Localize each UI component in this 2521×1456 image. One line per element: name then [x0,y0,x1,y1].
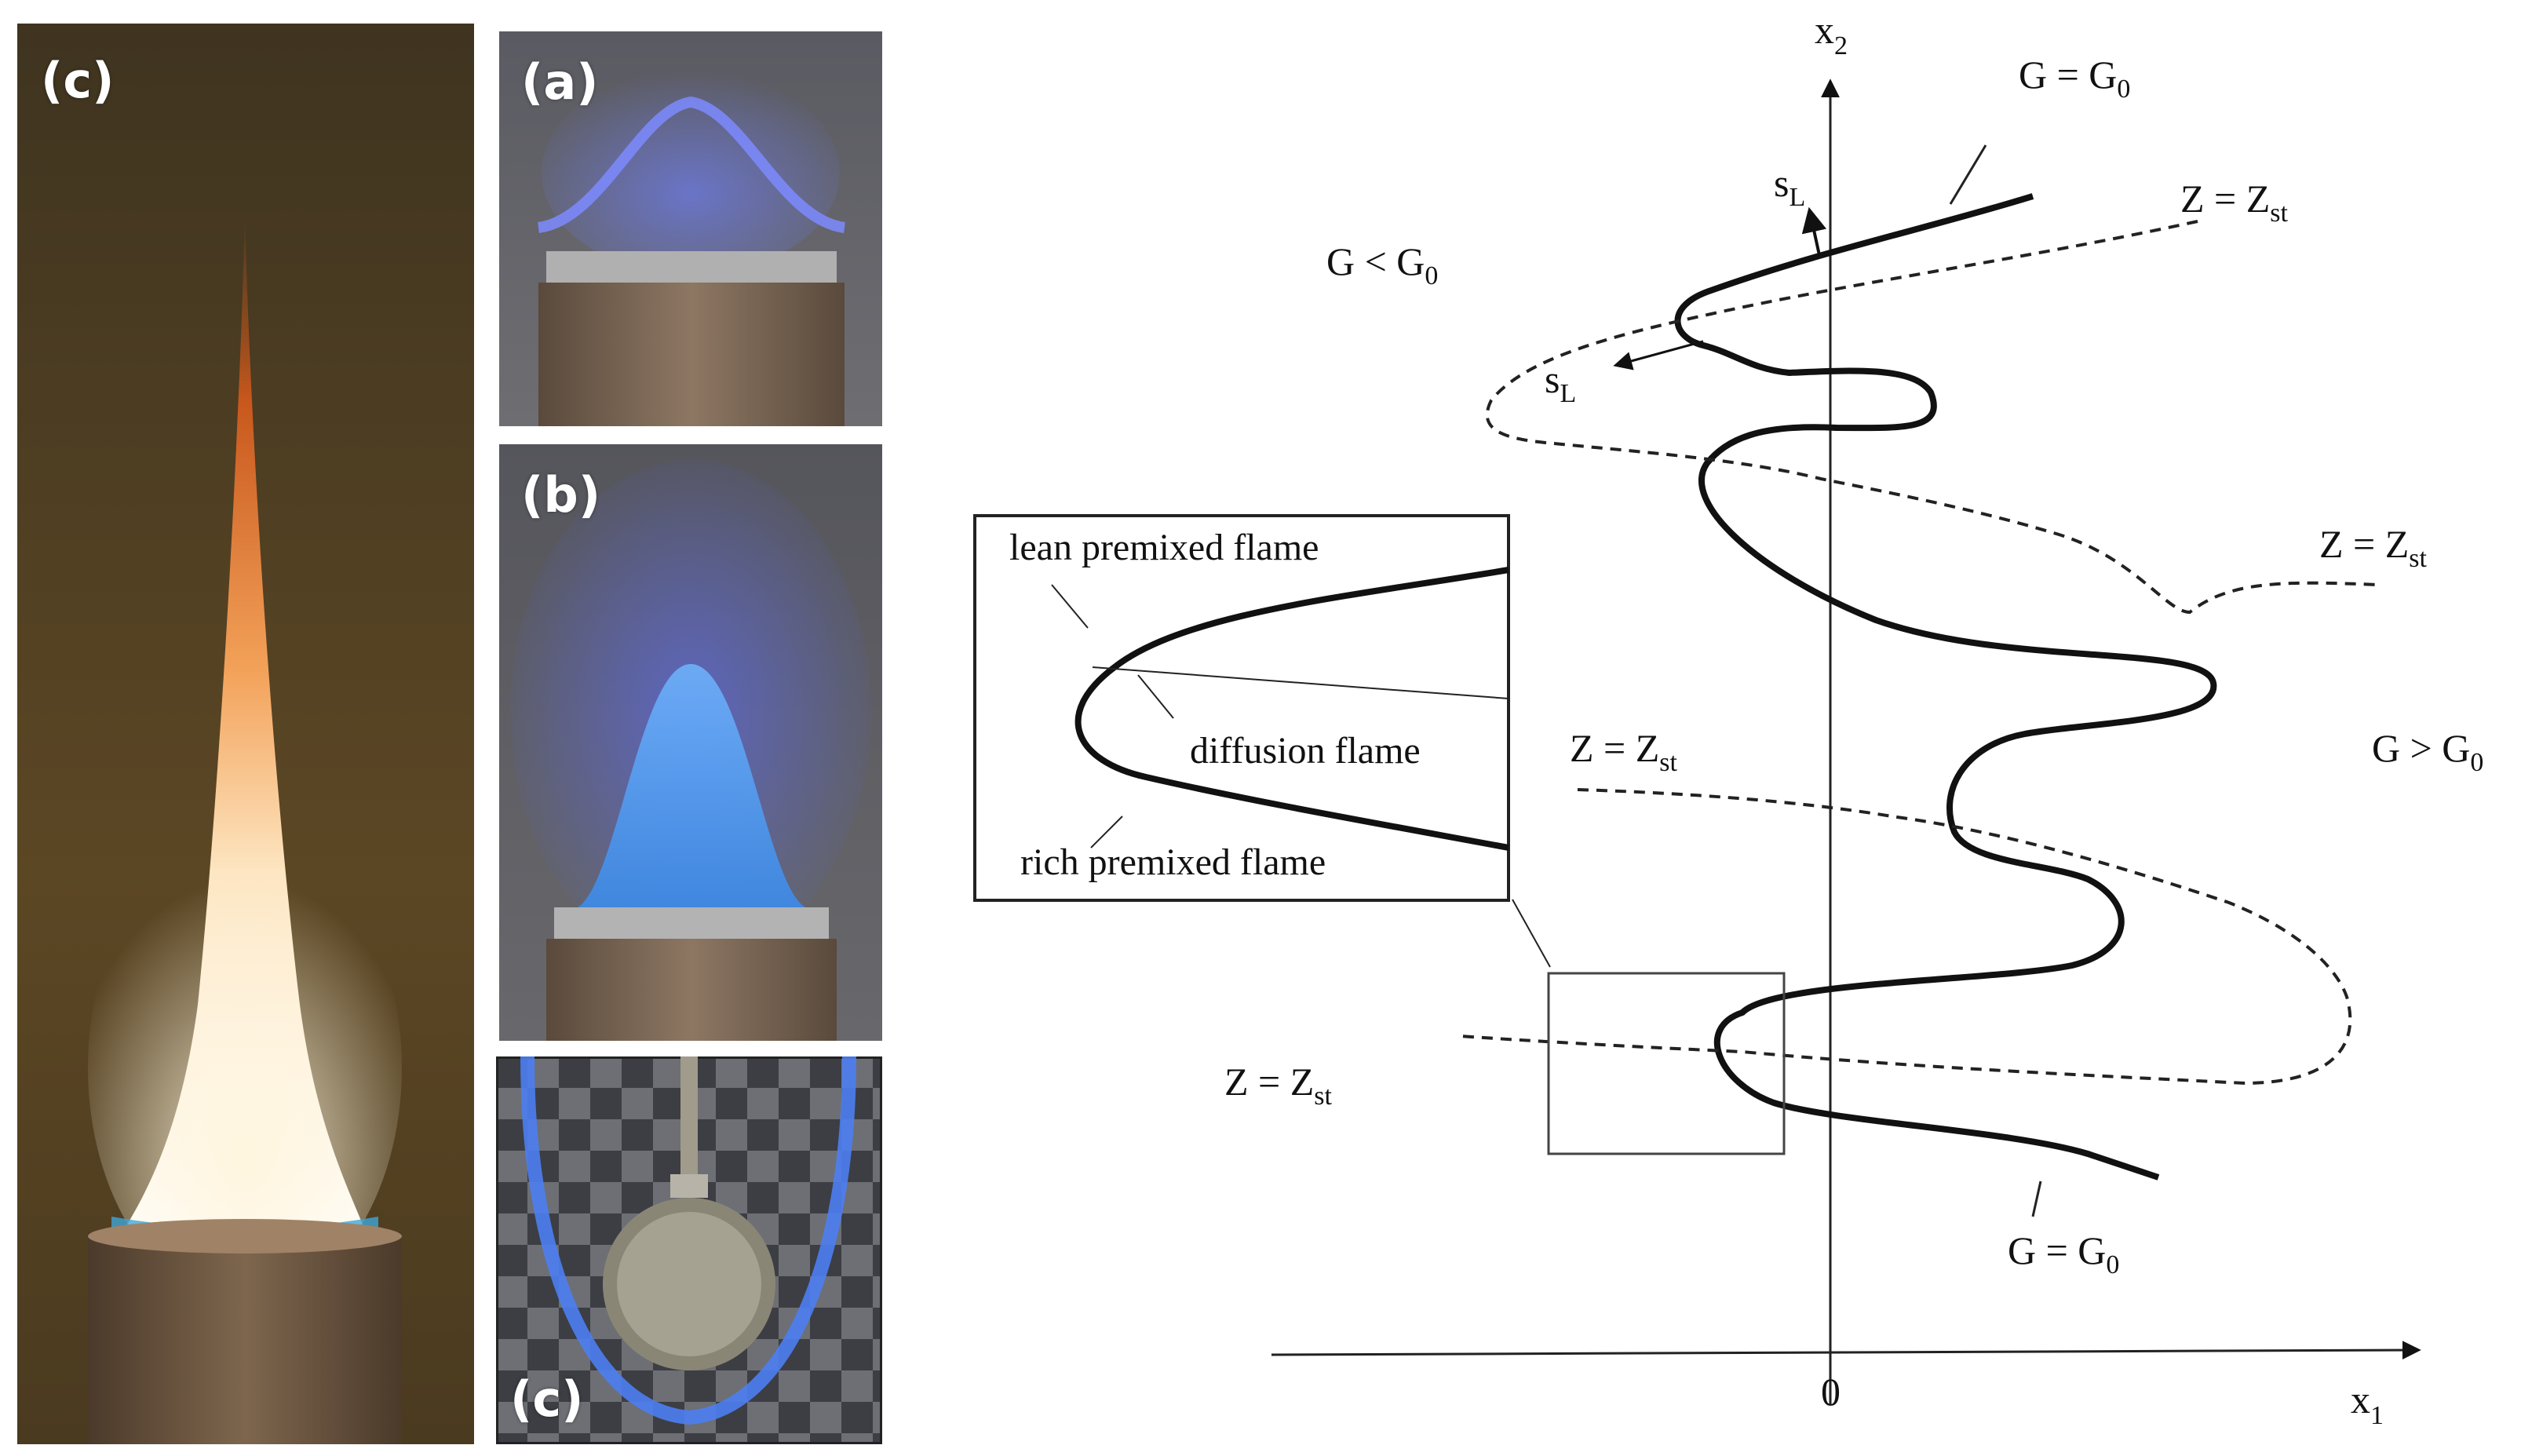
x1-axis-label: x1 [2351,1378,2384,1430]
inset-flame-curve [1074,567,1509,851]
leader-G0-bottom [2031,1180,2042,1217]
sL-arrow-mid [1613,340,1704,370]
inset-rich-label: rich premixed flame [1020,841,1326,883]
label-zst-mid-right: Z = Zst [2319,522,2428,573]
sL-arrow-top [1801,206,1827,256]
inset-box [973,514,1510,902]
x1-axis [1271,1341,2421,1360]
zoom-region-box [1547,972,1786,1155]
zst-curve-lower [1459,788,2352,1086]
label-G-lt-G0: G < G0 [1326,239,1438,290]
inset-leader-diffusion [1137,674,1174,719]
blue-flame-a-illustration [499,31,882,426]
panel-label-b: (b) [521,466,601,524]
inset-diffusion-label: diffusion flame [1190,730,1421,772]
yellow-flame-illustration [17,24,474,1444]
flame-diagram: x2 x1 0 lean premixed flame diffusion fl… [973,8,2483,1430]
panel-label-a: (a) [521,53,599,111]
inset-leader-rich [1090,816,1123,848]
label-sL-top: sL [1774,161,1805,212]
label-zst-center: Z = Zst [1570,726,1678,777]
label-sL-mid: sL [1545,357,1576,408]
label-G-eq-G0-bottom: G = G0 [2008,1228,2119,1279]
leader-G0-top [1949,144,1987,205]
photo-bluff-body-flame: (c) [496,1056,882,1444]
flame-front-curve [1674,193,2217,1180]
photo-blue-flame-b: (b) [499,444,882,1041]
inset-lean-label: lean premixed flame [1009,527,1319,568]
inset-leader-lean [1051,584,1089,629]
zst-curve-upper [1485,220,2379,615]
photo-yellow-flame: (c) [17,24,474,1444]
label-zst-top-right: Z = Zst [2180,177,2289,228]
inset-diffusion-line [1092,666,1509,699]
x2-axis-label: x2 [1815,8,1848,60]
label-zst-lower-left: Z = Zst [1224,1060,1333,1111]
label-G-eq-G0-top: G = G0 [2019,53,2130,104]
origin-label: 0 [1821,1370,1841,1414]
label-G-gt-G0: G > G0 [2372,726,2483,777]
bluff-body-flame-illustration [496,1056,882,1444]
panel-label-c-large: (c) [41,52,115,109]
leader-zoom [1512,899,1551,968]
blue-flame-b-illustration [499,444,882,1041]
photo-blue-flame-a: (a) [499,31,882,426]
panel-label-c-small: (c) [510,1370,584,1428]
